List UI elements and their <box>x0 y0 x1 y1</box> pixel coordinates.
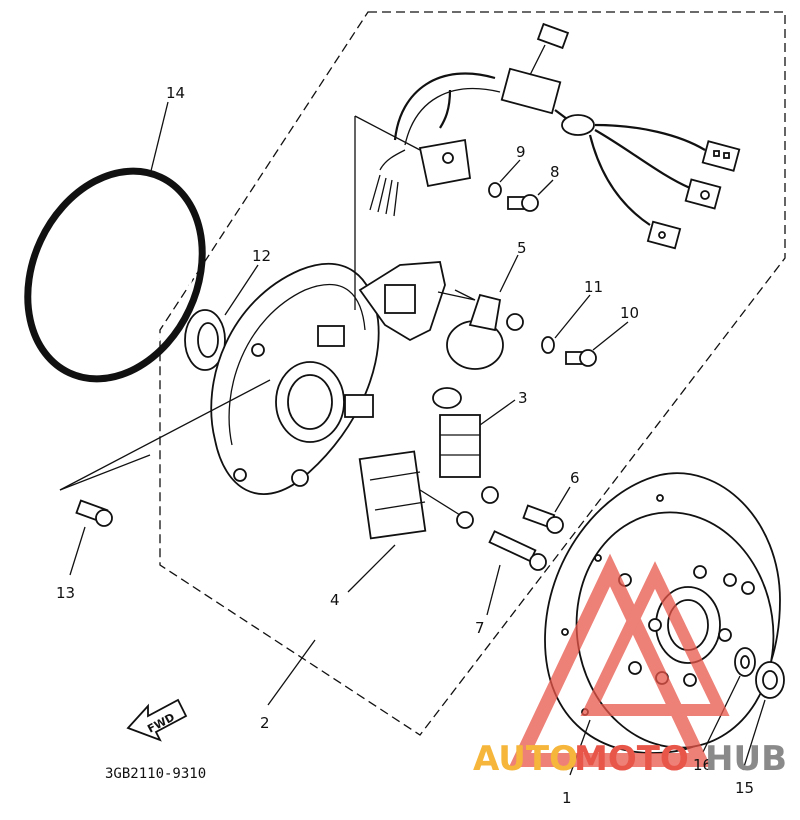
callout-number: 1 <box>562 789 572 807</box>
callout-leader-4 <box>347 544 396 593</box>
watermark-word-auto: AUTO <box>473 739 578 779</box>
callout-number: 15 <box>735 779 754 797</box>
callout-number: 12 <box>252 247 271 265</box>
pointer-line <box>354 115 421 151</box>
fwd-arrow-icon: FWD <box>126 698 188 742</box>
callout-leader-12 <box>224 264 259 316</box>
callout-number: 10 <box>620 304 639 322</box>
callout-number: 2 <box>260 714 270 732</box>
callout-leader-13 <box>69 526 86 576</box>
coupler-bottom <box>646 220 682 250</box>
callout-number: 16 <box>693 756 712 774</box>
callout-leader-9 <box>499 159 521 183</box>
screw-8 <box>507 194 539 212</box>
callout-number: 7 <box>475 619 485 637</box>
o-ring <box>24 167 206 383</box>
callout-number: 11 <box>584 278 603 296</box>
callout-leader-2 <box>267 639 316 706</box>
callout-number: 14 <box>166 84 185 102</box>
callout-number: 9 <box>516 143 526 161</box>
callout-leader-5 <box>499 254 519 293</box>
watermark-text: AUTO MOTO HUB <box>473 739 787 779</box>
callout-leader-15 <box>742 699 766 771</box>
pointer-line <box>59 454 151 491</box>
callout-leader-8 <box>537 179 554 196</box>
screw-13 <box>75 499 113 527</box>
stator-plate <box>210 262 380 495</box>
charging-coil <box>432 387 499 504</box>
callout-leader-10 <box>592 321 629 351</box>
coupler-middle <box>684 178 722 210</box>
coil-bracket <box>358 261 476 342</box>
pointer-line <box>59 379 271 491</box>
watermark-word-hub: HUB <box>705 739 787 779</box>
pickup-coil <box>446 289 524 370</box>
screw-7 <box>488 530 547 571</box>
callout-number: 5 <box>517 239 527 257</box>
coupler-top <box>701 140 741 172</box>
callout-leader-3 <box>479 399 516 426</box>
callout-leader-7 <box>486 564 501 616</box>
wire-harness <box>369 22 706 226</box>
nut-15 <box>755 661 785 699</box>
washer-11 <box>541 336 555 354</box>
assembly-boundary <box>159 11 786 736</box>
callout-labels: 1 2 3 4 5 6 7 8 9 10 11 12 13 14 15 16 <box>56 84 754 807</box>
callout-leader-14 <box>149 101 169 176</box>
callout-leader-6 <box>554 486 571 513</box>
watermark-word-moto: MOTO <box>574 739 689 779</box>
part-code: 3GB2110-9310 <box>105 766 206 782</box>
source-coil <box>358 450 474 540</box>
callout-number: 6 <box>570 469 580 487</box>
callout-number: 8 <box>550 163 560 181</box>
watermark-logo-icon <box>508 553 730 767</box>
callout-number: 4 <box>330 591 340 609</box>
callout-leader-11 <box>554 294 591 339</box>
washer-16 <box>734 647 756 677</box>
screw-6 <box>522 504 564 534</box>
callout-number: 13 <box>56 584 75 602</box>
washer-9 <box>488 182 502 198</box>
screw-10 <box>565 349 597 367</box>
oil-seal <box>184 309 226 371</box>
callout-number: 3 <box>518 389 528 407</box>
